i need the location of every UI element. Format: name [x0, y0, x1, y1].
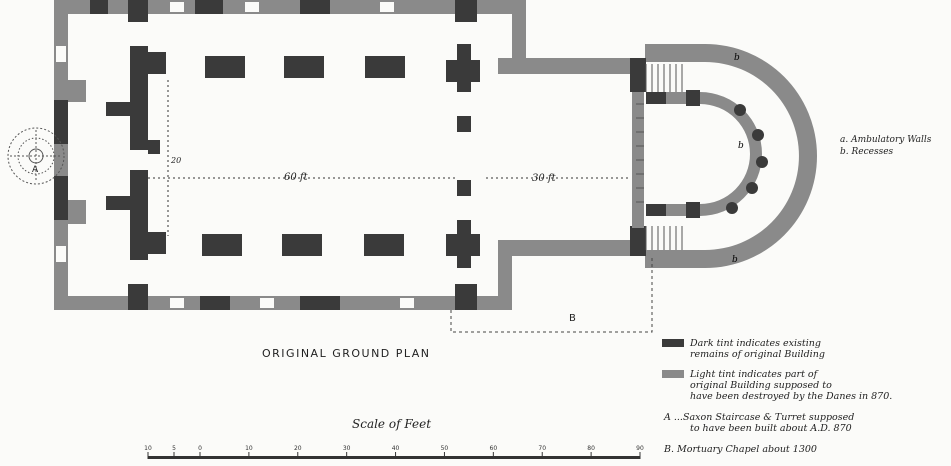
- pier: [284, 56, 324, 78]
- legend-dark-line1: Dark tint indicates existing: [689, 338, 821, 349]
- apse: b b b: [630, 44, 817, 268]
- dim-choir-length: 30 ft: [532, 173, 557, 184]
- scale-tick-label: 20: [294, 445, 302, 452]
- legend-A-line1: A ...Saxon Staircase & Turret supposed: [663, 412, 854, 423]
- recess: [756, 156, 768, 168]
- legend-A-line2: to have been built about A.D. 870: [690, 423, 852, 434]
- choir-walls: [498, 58, 630, 256]
- pier: [282, 234, 322, 256]
- recess: [746, 182, 758, 194]
- scale-tick-label: 80: [587, 445, 595, 452]
- north-wall-east-return: [512, 0, 526, 58]
- dim-nave-width: 20: [170, 156, 181, 165]
- dim-nave-length: 60 ft: [284, 172, 309, 183]
- scale-tick-label: 5: [172, 445, 176, 452]
- dimension-lines: [148, 80, 630, 236]
- recess: [734, 104, 746, 116]
- legend-swatch-dark: [662, 339, 684, 347]
- legend-light-line3: have been destroyed by the Danes in 870.: [690, 391, 892, 402]
- stair-hatching: [636, 64, 683, 250]
- west-piers: [106, 46, 166, 260]
- scale-title: Scale of Feet: [352, 417, 431, 431]
- recess: [726, 202, 738, 214]
- mortuary-chapel-outline: [450, 256, 653, 333]
- plan-title: ORIGINAL GROUND PLAN: [262, 347, 431, 360]
- saxon-turret: [7, 127, 65, 185]
- label-b-bottom: b: [732, 255, 738, 265]
- label-A: A: [32, 165, 39, 175]
- south-wall-east-return: [498, 240, 512, 310]
- legend-swatch-light: [662, 370, 684, 378]
- scale-tick-label: 70: [538, 445, 546, 452]
- south-wall: [54, 296, 499, 310]
- legend-light-line2: original Building supposed to: [690, 380, 832, 391]
- recess: [752, 129, 764, 141]
- scale-tick-label: 10: [144, 445, 152, 452]
- scale-tick-label: 90: [636, 445, 644, 452]
- legend-dark-line2: remains of original Building: [690, 349, 825, 360]
- scale-tick-label: 10: [245, 445, 253, 452]
- note-recesses: b. Recesses: [840, 147, 894, 157]
- pier: [364, 234, 404, 256]
- pier: [365, 56, 405, 78]
- scale-tick-label: 60: [490, 445, 498, 452]
- choir-north-wall: [498, 58, 630, 74]
- ambulatory-wall: [645, 44, 817, 268]
- note-ambulatory-walls: a. Ambulatory Walls: [840, 135, 932, 145]
- pier: [205, 56, 245, 78]
- scale-tick-label: 30: [343, 445, 351, 452]
- north-wall: [54, 0, 524, 14]
- pier: [202, 234, 242, 256]
- label-b-inner: b: [738, 141, 744, 151]
- legend-B-line1: B. Mortuary Chapel about 1300: [663, 444, 817, 455]
- choir-south-wall: [498, 240, 630, 256]
- west-wall: [54, 0, 68, 310]
- scale-tick-label: 40: [392, 445, 400, 452]
- scale-tick-label: 0: [198, 445, 202, 452]
- scale-tick-label: 50: [441, 445, 449, 452]
- nave-arcade-piers: [202, 44, 480, 268]
- label-B: B: [569, 313, 576, 324]
- legend: Dark tint indicates existing remains of …: [662, 338, 892, 455]
- legend-light-line1: Light tint indicates part of: [689, 369, 819, 380]
- nave-walls: [54, 0, 526, 310]
- label-b-top: b: [734, 53, 740, 63]
